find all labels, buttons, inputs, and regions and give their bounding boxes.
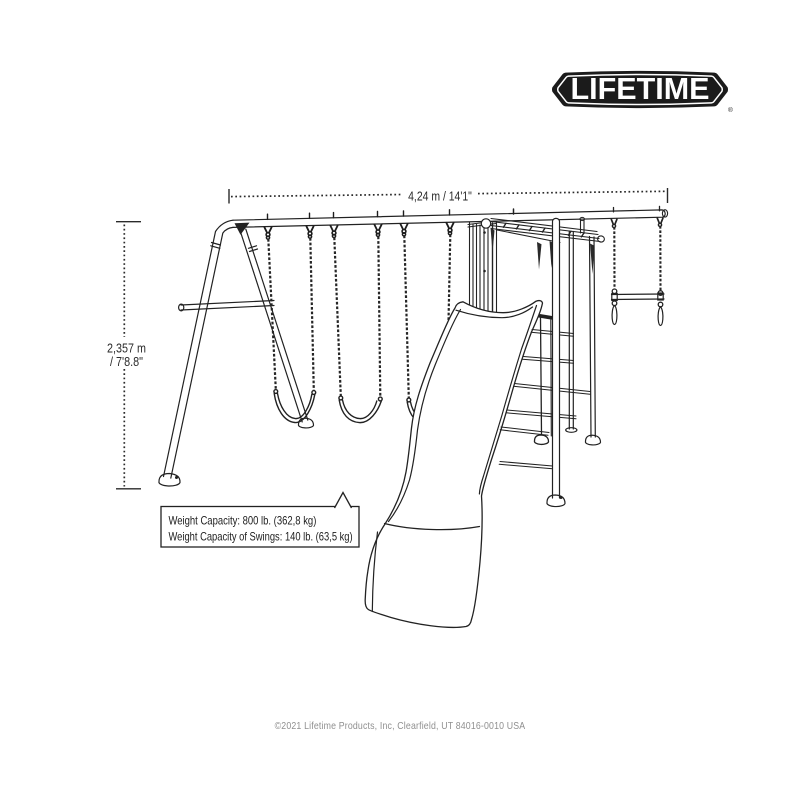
svg-text:®: ®	[728, 106, 733, 114]
svg-text:Weight Capacity of Swings: 140: Weight Capacity of Swings: 140 lb. (63,5…	[169, 532, 353, 544]
svg-text:LIFETIME: LIFETIME	[571, 72, 710, 106]
svg-text:/ 7'8.8": / 7'8.8"	[110, 355, 143, 369]
svg-text:2,357 m: 2,357 m	[107, 342, 146, 356]
svg-text:4,24 m / 14'1": 4,24 m / 14'1"	[408, 191, 472, 204]
svg-text:Weight Capacity: 800 lb. (362,: Weight Capacity: 800 lb. (362,8 kg)	[169, 515, 317, 528]
svg-text:©2021 Lifetime Products, Inc,: ©2021 Lifetime Products, Inc, Clearfield…	[275, 720, 526, 732]
